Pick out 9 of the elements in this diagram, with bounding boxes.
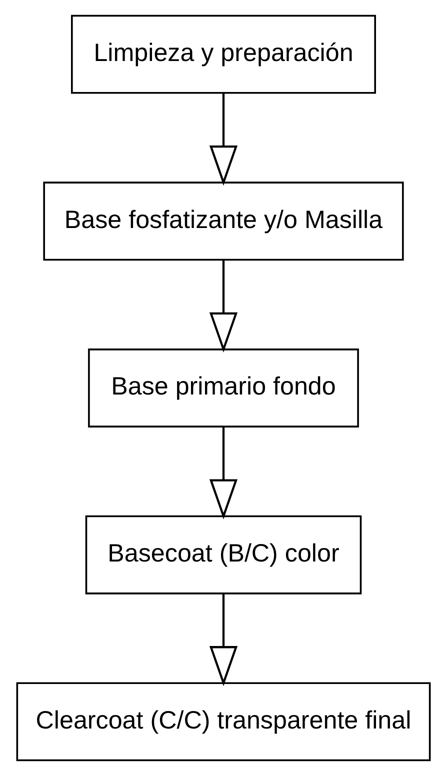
arrow — [208, 260, 238, 353]
node-box: Base fosfatizante y/o Masilla — [42, 182, 404, 261]
arrow — [208, 93, 238, 186]
node-box: Clearcoat (C/C) transparente final — [16, 682, 430, 762]
arrow — [208, 426, 238, 520]
node-box: Limpieza y preparación — [70, 14, 376, 94]
arrow — [208, 594, 238, 686]
node-box: Basecoat (B/C) color — [84, 515, 362, 594]
node-box: Base primario fondo — [88, 348, 358, 428]
